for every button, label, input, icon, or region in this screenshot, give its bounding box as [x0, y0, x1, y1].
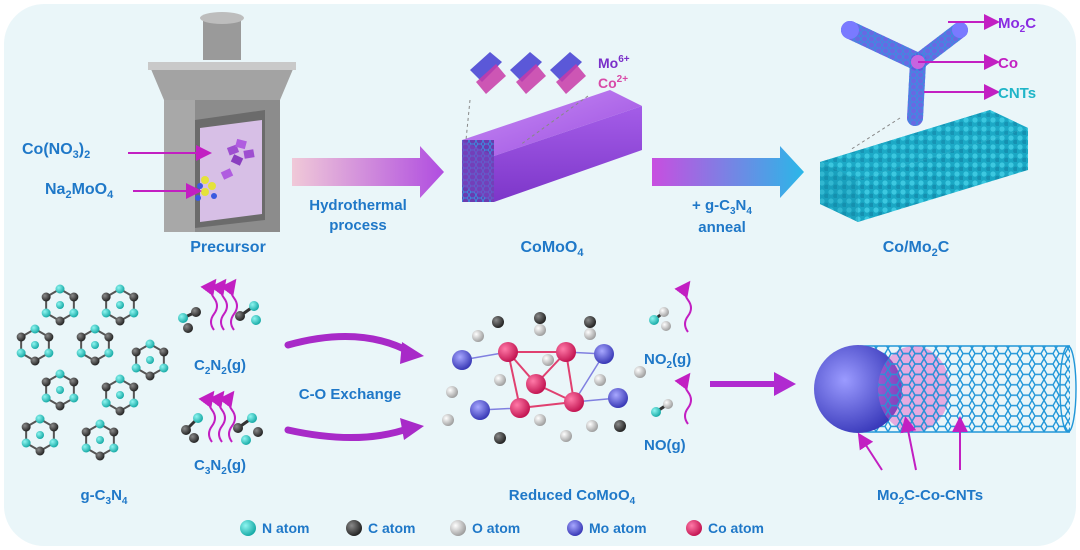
- sodium-molybdate-label: Na2MoO4: [45, 181, 114, 201]
- co-exchange-arrow-bottom: [284, 424, 414, 441]
- cnts-label: CNTs: [998, 85, 1036, 102]
- co2-label: Co2+: [598, 74, 628, 91]
- co-label: Co: [998, 55, 1018, 72]
- c3n2-label: C3N2(g): [194, 457, 246, 477]
- mo2c-co-cnts-label: Mo2C-Co-CNTs: [877, 487, 983, 507]
- gc3n4-anneal-label-line2: anneal: [698, 219, 746, 236]
- mo2c-co-cnt-illustration: [814, 345, 1077, 433]
- legend-swatch: [240, 520, 256, 536]
- legend-swatch: [686, 520, 702, 536]
- legend-swatch: [346, 520, 362, 536]
- legend-label: C atom: [368, 520, 415, 536]
- legend-item-o-atom: O atom: [450, 520, 520, 536]
- atom-legend: N atom C atom O atom Mo atom Co atom: [240, 520, 764, 536]
- legend-item-c-atom: C atom: [346, 520, 415, 536]
- mo2c-co-cnts-pointer-2: [900, 416, 917, 471]
- gc3n4-anneal-label-line1: + g-C3N4: [692, 197, 752, 217]
- co-exchange-label: C-O Exchange: [299, 386, 402, 403]
- co-mo2c-rod: [820, 110, 1028, 222]
- legend-label: N atom: [262, 520, 309, 536]
- c2n2-label: C2N2(g): [194, 357, 246, 377]
- co-exchange-arrowhead-bottom: [400, 418, 424, 440]
- co-exchange-arrow-top: [284, 332, 414, 356]
- co-nitrate-label: Co(NO3)2: [22, 141, 90, 161]
- precursor-label: Precursor: [190, 239, 266, 256]
- no-molecule: [651, 372, 692, 425]
- hydrothermal-arrow: [292, 146, 444, 198]
- crystal-cluster-illustration: [220, 138, 255, 180]
- c3n2-molecules: [181, 390, 263, 445]
- legend-swatch: [567, 520, 583, 536]
- reduced-comoo4-label: Reduced CoMoO4: [509, 487, 636, 507]
- anneal-arrow: [652, 146, 804, 198]
- co-exchange-arrowhead-top: [400, 342, 424, 364]
- c2n2-molecules: [178, 278, 261, 333]
- comoo4-label: CoMoO4: [521, 239, 585, 259]
- autoclave-reactor: [148, 12, 296, 232]
- mo6-label: Mo6+: [598, 54, 630, 71]
- legend-label: Mo atom: [589, 520, 647, 536]
- final-arrowhead: [774, 372, 796, 396]
- mo2c-label: Mo2C: [998, 15, 1036, 35]
- comoo4-rod: [462, 90, 642, 202]
- reduced-comoo4-cluster: [442, 312, 646, 444]
- no2-molecule: [649, 280, 692, 333]
- legend-label: O atom: [472, 520, 520, 536]
- no-label: NO(g): [644, 437, 686, 454]
- gc3n4-label: g-C3N4: [81, 487, 128, 507]
- co-mo2c-label: Co/Mo2C: [883, 239, 950, 259]
- hydrothermal-label-line1: Hydrothermal: [309, 197, 407, 214]
- legend-item-mo-atom: Mo atom: [567, 520, 647, 536]
- hydrothermal-label-line2: process: [329, 217, 387, 234]
- legend-item-co-atom: Co atom: [686, 520, 764, 536]
- cnt-branch-inset: [841, 21, 968, 151]
- legend-label: Co atom: [708, 520, 764, 536]
- crystal-lattice-inset: [465, 52, 589, 146]
- no2-label: NO2(g): [644, 351, 691, 371]
- gc3n4-network: [16, 284, 169, 461]
- legend-item-n-atom: N atom: [240, 520, 309, 536]
- mo2c-co-cnts-pointer-1: [857, 432, 883, 471]
- legend-swatch: [450, 520, 466, 536]
